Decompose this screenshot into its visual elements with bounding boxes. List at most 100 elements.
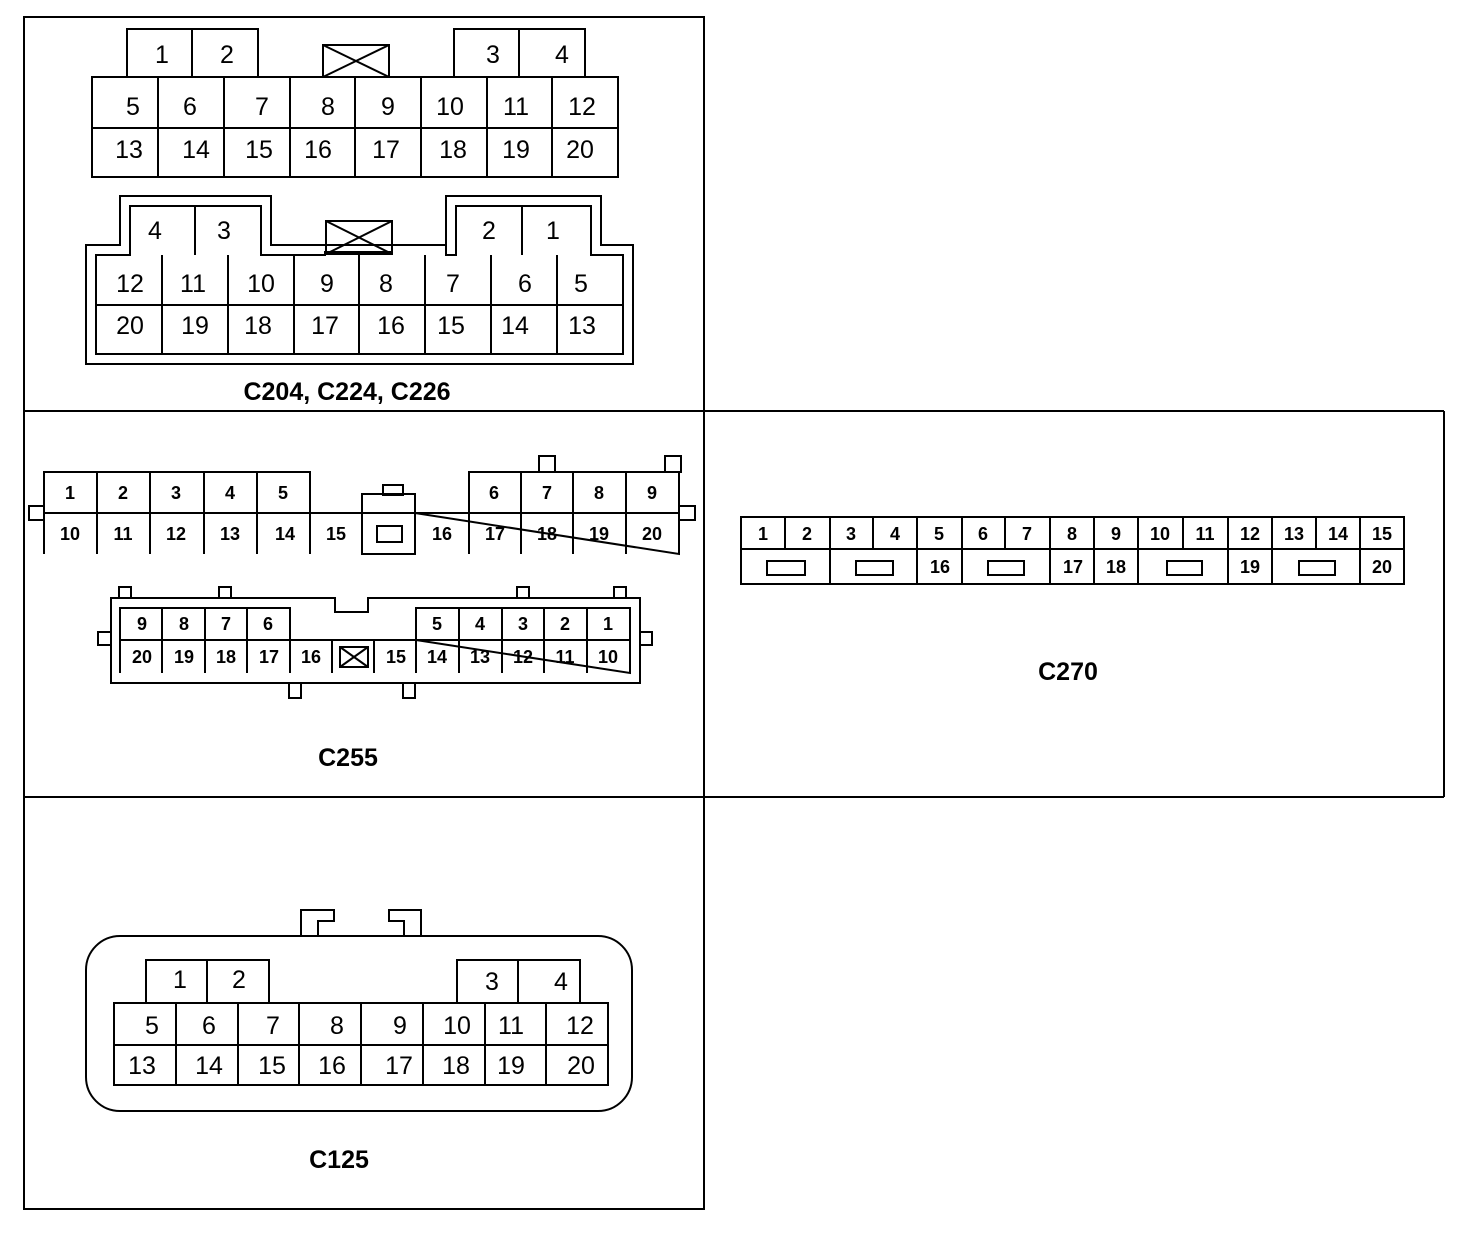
- pin-label: 1: [546, 217, 560, 245]
- pin-label: 9: [393, 1012, 407, 1040]
- pin-label: 11: [113, 524, 132, 544]
- pin-label: 15: [326, 524, 346, 544]
- pin-label: 16: [318, 1052, 346, 1080]
- key-x-icon: [325, 220, 393, 255]
- pin-label: 4: [475, 614, 485, 634]
- pin-label: 18: [216, 647, 236, 667]
- pin-label: 9: [137, 614, 147, 634]
- pin-label: 20: [566, 136, 594, 164]
- pin-label: 3: [485, 968, 499, 996]
- pin-label: 18: [439, 136, 467, 164]
- pin-label: 7: [542, 483, 552, 503]
- pin-label: 4: [555, 41, 569, 69]
- pin-label: 11: [498, 1012, 524, 1040]
- pin-label: 15: [386, 647, 406, 667]
- pin-label: 13: [568, 312, 596, 340]
- pin-label: 13: [220, 524, 240, 544]
- panel-borders: [23, 16, 1445, 1210]
- pin-label: 13: [1284, 524, 1304, 544]
- pin-label: 18: [244, 312, 272, 340]
- pin-label: 8: [179, 614, 189, 634]
- pin-label: 1: [173, 966, 187, 994]
- pin-label: 5: [574, 270, 588, 298]
- connector-c204-top: 1 2 3 4 5 6 7 8 9 10 11 12 13 14 15 16 1…: [91, 28, 619, 178]
- pin-label: 6: [489, 483, 499, 503]
- pin-label: 11: [180, 270, 206, 298]
- pin-label: 2: [220, 41, 234, 69]
- pin-label: 4: [890, 524, 900, 544]
- pin-label: 12: [566, 1012, 594, 1040]
- pin-label: 17: [385, 1052, 413, 1080]
- pin-label: 3: [518, 614, 528, 634]
- pin-label: 3: [846, 524, 856, 544]
- pin-label: 19: [181, 312, 209, 340]
- pin-label: 16: [432, 524, 452, 544]
- pin-label: 6: [263, 614, 273, 634]
- pin-label: 8: [321, 93, 335, 121]
- pin-label: 1: [155, 41, 169, 69]
- pin-label: 18: [537, 524, 557, 544]
- pin-label: 4: [554, 968, 568, 996]
- pin-label: 7: [1022, 524, 1032, 544]
- pin-label: 15: [258, 1052, 286, 1080]
- connector-c204-bottom: 4 3 2 1 12 11 10 9 8 7 6 5 20 19 18 17 1…: [85, 195, 634, 365]
- pin-label: 7: [255, 93, 269, 121]
- pin-label: 13: [470, 647, 490, 667]
- pin-label: 7: [266, 1012, 280, 1040]
- pin-label: 3: [486, 41, 500, 69]
- pin-label: 7: [221, 614, 231, 634]
- pin-label: 19: [174, 647, 194, 667]
- pin-label: 19: [497, 1052, 525, 1080]
- pin-label: 10: [60, 524, 80, 544]
- pin-label: 17: [485, 524, 505, 544]
- pin-label: 17: [1063, 557, 1083, 577]
- pin-label: 20: [1372, 557, 1392, 577]
- pin-label: 2: [118, 483, 128, 503]
- pin-label: 9: [1111, 524, 1121, 544]
- pin-label: 2: [232, 966, 246, 994]
- pin-label: 19: [1240, 557, 1260, 577]
- pin-label: 17: [311, 312, 339, 340]
- pin-label: 8: [379, 270, 393, 298]
- caption-c255: C255: [318, 744, 378, 772]
- pin-label: 4: [148, 217, 162, 245]
- pin-label: 18: [442, 1052, 470, 1080]
- pin-label: 17: [259, 647, 279, 667]
- pin-label: 8: [1067, 524, 1077, 544]
- pin-label: 8: [594, 483, 604, 503]
- pin-label: 6: [202, 1012, 216, 1040]
- pin-label: 3: [171, 483, 181, 503]
- pin-label: 19: [589, 524, 609, 544]
- pin-label: 18: [1106, 557, 1126, 577]
- pin-label: 2: [560, 614, 570, 634]
- caption-c270: C270: [1038, 658, 1098, 686]
- pin-label: 9: [320, 270, 334, 298]
- pin-label: 2: [802, 524, 812, 544]
- pin-label: 15: [245, 136, 273, 164]
- pin-label: 5: [145, 1012, 159, 1040]
- pin-label: 12: [166, 524, 186, 544]
- pin-label: 14: [182, 136, 210, 164]
- pin-label: 20: [642, 524, 662, 544]
- pin-label: 10: [247, 270, 275, 298]
- pin-label: 14: [275, 524, 295, 544]
- caption-c204: C204, C224, C226: [243, 378, 450, 406]
- pin-label: 5: [934, 524, 944, 544]
- pin-label: 3: [217, 217, 231, 245]
- pin-label: 6: [183, 93, 197, 121]
- pin-label: 5: [432, 614, 442, 634]
- key-x-icon: [322, 44, 390, 78]
- pin-label: 9: [381, 93, 395, 121]
- pin-label: 8: [330, 1012, 344, 1040]
- pin-label: 1: [603, 614, 613, 634]
- pin-label: 10: [436, 93, 464, 121]
- connector-c270: 1 2 3 4 5 6 7 8 9 10 11 12 13 14 15 16 1…: [740, 516, 1405, 585]
- pin-label: 11: [503, 93, 529, 121]
- key-x-icon: [339, 646, 369, 668]
- connector-c125: 1 2 3 4 5 6 7 8 9 10 11 12 13 14 15 16 1…: [85, 909, 633, 1112]
- pin-label: 12: [513, 647, 533, 667]
- caption-c125: C125: [309, 1146, 369, 1174]
- connector-c255-top: 1 2 3 4 5 6 7 8 9 10 11 12 13 14 15 16 1…: [28, 455, 696, 556]
- pin-label: 12: [568, 93, 596, 121]
